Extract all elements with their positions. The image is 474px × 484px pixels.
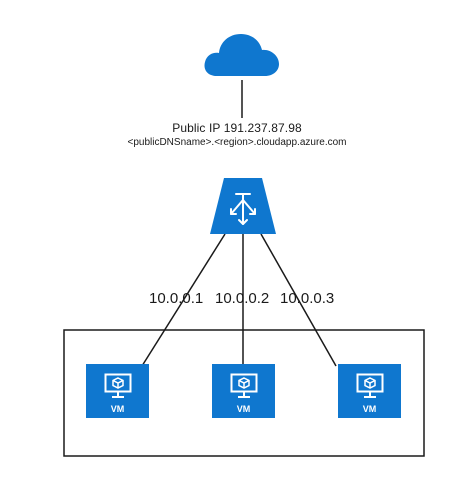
cloud-icon: [203, 30, 281, 83]
vm1-ip-label: 10.0.0.1: [149, 290, 204, 307]
vm-group-box: [63, 329, 425, 457]
vm-icon: [104, 373, 132, 404]
vm3-ip-label: 10.0.0.3: [280, 290, 335, 307]
lb-to-vm1-line: [141, 233, 226, 367]
load-balancer-icon: [210, 178, 276, 239]
vm-node-2: VM: [212, 364, 275, 418]
vm-icon: [356, 373, 384, 404]
vm-icon: [230, 373, 258, 404]
vm-label: VM: [236, 404, 251, 414]
lb-to-vm3-line: [260, 233, 337, 367]
vm2-ip-label: 10.0.0.2: [215, 290, 270, 307]
vm-node-3: VM: [338, 364, 401, 418]
vm-node-1: VM: [86, 364, 149, 418]
dns-name-label: <publicDNSname>.<region>.cloudapp.azure.…: [127, 137, 347, 148]
vm-label: VM: [362, 404, 377, 414]
vm-label: VM: [110, 404, 125, 414]
public-ip-label: Public IP 191.237.87.98: [172, 121, 302, 135]
